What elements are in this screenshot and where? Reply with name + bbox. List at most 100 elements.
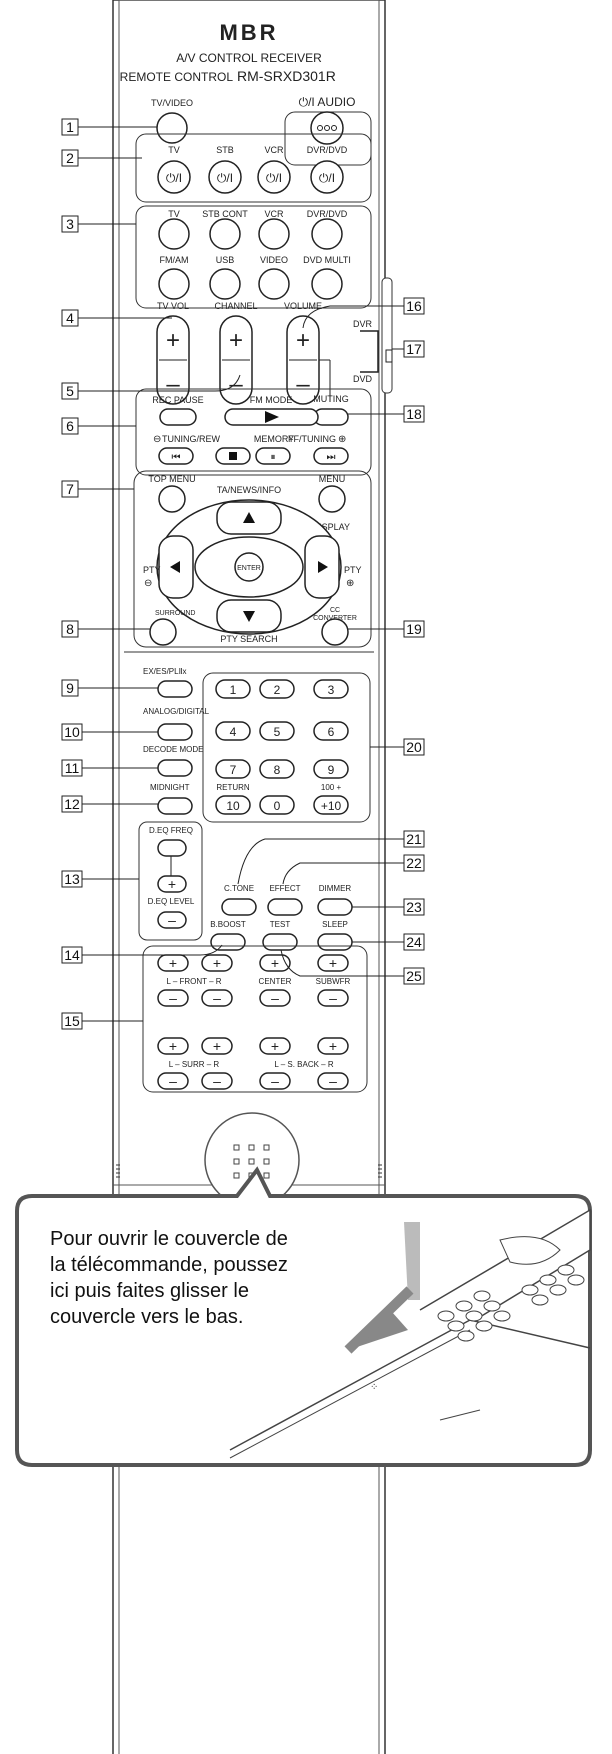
dvr-dvd-power-label: DVR/DVD <box>307 145 348 155</box>
cc-converter-label-line1: CC <box>330 607 340 614</box>
left-arrow-button[interactable] <box>158 535 194 599</box>
front-l-minus-button[interactable]: – <box>157 989 189 1007</box>
b-boost-button[interactable] <box>210 933 246 951</box>
tv-power-button[interactable]: ⏻/I <box>157 160 191 194</box>
muting-button[interactable] <box>313 408 349 426</box>
test-button[interactable] <box>262 933 298 951</box>
pause-button[interactable]: ⏸ <box>255 447 291 465</box>
test-label: TEST <box>270 920 291 929</box>
audio-dot-icon <box>331 125 337 131</box>
key-9-button[interactable]: 9 <box>313 759 349 779</box>
callout-17: 17 <box>392 340 425 358</box>
key-2-button[interactable]: 2 <box>259 679 295 699</box>
header-line2-prefix: REMOTE CONTROL <box>120 70 234 84</box>
key-3-button[interactable]: 3 <box>313 679 349 699</box>
key-1-button[interactable]: 1 <box>215 679 251 699</box>
callout-10: 10 <box>61 723 158 741</box>
key-5-button[interactable]: 5 <box>259 721 295 741</box>
d-eq-minus-button[interactable]: – <box>157 911 187 929</box>
up-arrow-icon <box>243 512 255 523</box>
vcr-source-button[interactable] <box>258 218 290 250</box>
callout-15: 15 <box>61 1012 143 1030</box>
dvr-dvd-power-button[interactable]: ⏻/I <box>310 160 344 194</box>
analog-digital-button[interactable] <box>157 723 193 741</box>
subwfr-plus-button[interactable]: + <box>317 954 349 972</box>
front-r-minus-button[interactable]: – <box>201 989 233 1007</box>
subwfr-label: SUBWFR <box>316 977 351 986</box>
power-icon: ⏻/I <box>166 171 182 185</box>
channel-rocker[interactable]: + – <box>219 315 253 405</box>
menu-button[interactable] <box>318 485 346 513</box>
top-menu-button[interactable] <box>158 485 186 513</box>
plus-icon: + <box>296 327 310 354</box>
ex-es-pl-button[interactable] <box>157 680 193 698</box>
tv-video-button[interactable] <box>156 112 188 144</box>
key-4-button[interactable]: 4 <box>215 721 251 741</box>
dimmer-label: DIMMER <box>319 884 352 893</box>
d-eq-plus-button[interactable]: + <box>157 875 187 893</box>
stb-power-button[interactable]: ⏻/I <box>208 160 242 194</box>
plus-circle-icon: ⊕ <box>338 434 346 445</box>
callout-6: 6 <box>61 417 136 435</box>
audio-power-button[interactable] <box>310 111 344 145</box>
surr-l-minus-button[interactable]: – <box>157 1072 189 1090</box>
stop-button[interactable] <box>215 447 251 465</box>
key-7-button[interactable]: 7 <box>215 759 251 779</box>
up-arrow-button[interactable] <box>216 501 282 535</box>
down-arrow-button[interactable] <box>216 599 282 633</box>
sleep-button[interactable] <box>317 933 353 951</box>
center-plus-button[interactable]: + <box>259 954 291 972</box>
cc-converter-button[interactable] <box>321 618 349 646</box>
play-button[interactable] <box>224 408 319 426</box>
enter-button[interactable] <box>234 552 264 582</box>
display-label: DISPLAY <box>313 522 350 532</box>
tv-vol-label: TV VOL <box>157 301 189 311</box>
key-0-button[interactable]: 0 <box>259 795 295 815</box>
rewind-button[interactable]: ⏮ <box>158 447 194 465</box>
key-10-label: 10 <box>226 799 240 813</box>
callout-21-number: 21 <box>406 831 422 847</box>
rec-pause-button[interactable] <box>159 408 197 426</box>
subwfr-minus-button[interactable]: – <box>317 989 349 1007</box>
dvr-dvd-source-button[interactable] <box>311 218 343 250</box>
key-5-label: 5 <box>274 725 281 739</box>
center-minus-button[interactable]: – <box>259 989 291 1007</box>
front-r-plus-button[interactable]: + <box>201 954 233 972</box>
video-button[interactable] <box>258 268 290 300</box>
pty-search-label: PTY SEARCH <box>220 634 277 644</box>
fm-am-button[interactable] <box>158 268 190 300</box>
sback-r-minus-button[interactable]: – <box>317 1072 349 1090</box>
dvr-dvd-switch[interactable] <box>385 349 393 363</box>
tv-source-button[interactable] <box>158 218 190 250</box>
d-eq-freq-button[interactable] <box>157 839 187 857</box>
sback-l-plus-button[interactable]: + <box>259 1037 291 1055</box>
midnight-button[interactable] <box>157 797 193 815</box>
vcr-power-button[interactable]: ⏻/I <box>257 160 291 194</box>
sback-r-plus-button[interactable]: + <box>317 1037 349 1055</box>
volume-rocker[interactable]: + – <box>286 315 320 405</box>
key-10-button[interactable]: 10 <box>215 795 251 815</box>
callout-12: 12 <box>61 795 158 813</box>
surr-r-plus-button[interactable]: + <box>201 1037 233 1055</box>
surround-button[interactable] <box>149 618 177 646</box>
decode-mode-button[interactable] <box>157 759 193 777</box>
callout-1: 1 <box>61 118 157 136</box>
front-l-plus-button[interactable]: + <box>157 954 189 972</box>
power-icon: ⏻/I <box>319 171 335 185</box>
dvd-multi-button[interactable] <box>311 268 343 300</box>
key-6-button[interactable]: 6 <box>313 721 349 741</box>
minus-icon: – <box>169 990 177 1006</box>
stb-cont-button[interactable] <box>209 218 241 250</box>
right-arrow-button[interactable] <box>304 535 340 599</box>
fast-forward-button[interactable]: ⏭ <box>313 447 349 465</box>
usb-button[interactable] <box>209 268 241 300</box>
sback-l-minus-button[interactable]: – <box>259 1072 291 1090</box>
key-plus10-button[interactable]: +10 <box>313 795 349 815</box>
callout-11: 11 <box>61 759 158 777</box>
dimmer-button[interactable] <box>317 898 353 916</box>
c-tone-button[interactable] <box>221 898 257 916</box>
key-8-button[interactable]: 8 <box>259 759 295 779</box>
surr-l-plus-button[interactable]: + <box>157 1037 189 1055</box>
surr-r-minus-button[interactable]: – <box>201 1072 233 1090</box>
effect-button[interactable] <box>267 898 303 916</box>
